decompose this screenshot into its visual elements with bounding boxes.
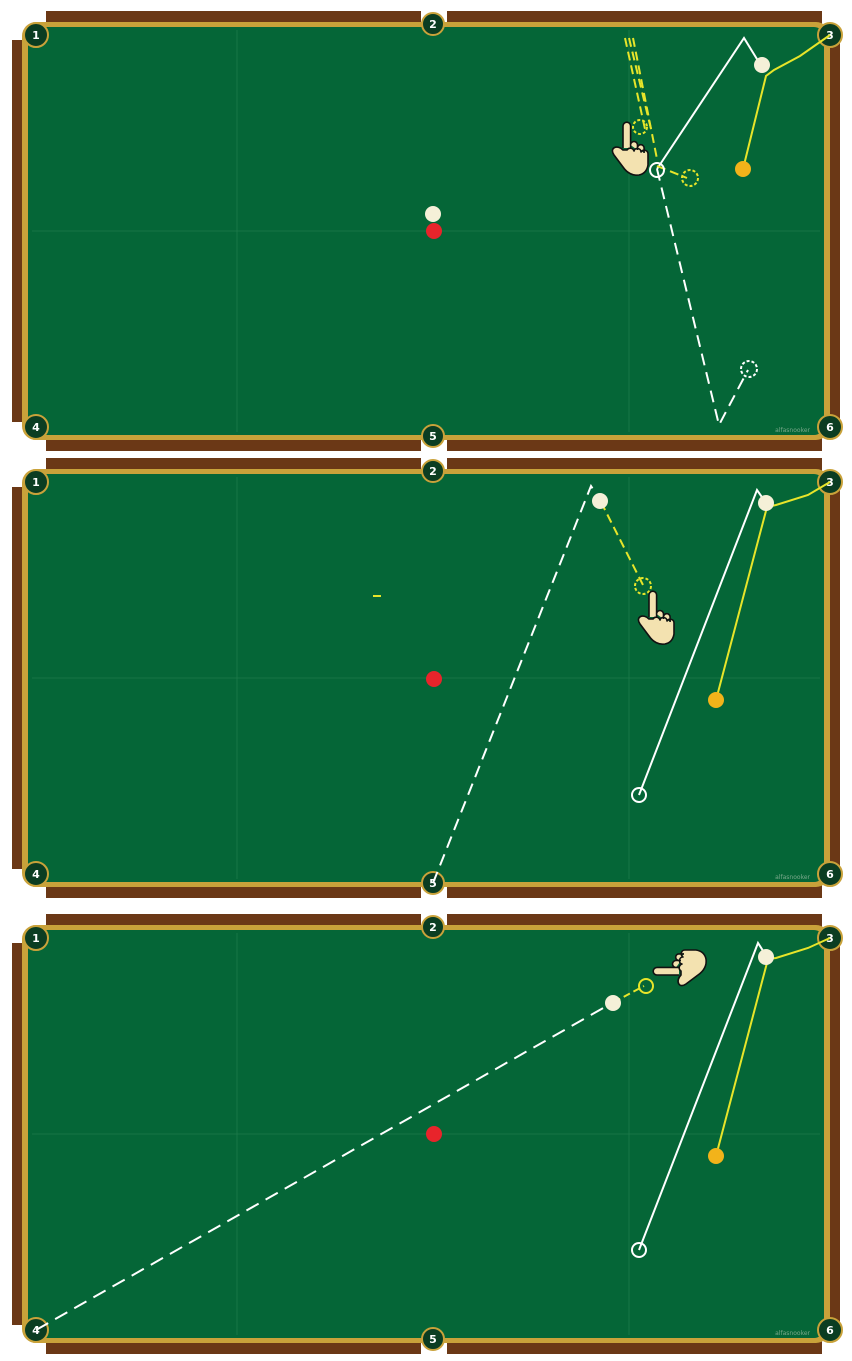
cue-ball — [605, 995, 621, 1011]
pocket-5: 5 — [422, 1328, 444, 1350]
cue-ball — [754, 57, 770, 73]
snooker-diagram-1: 1 2 3 4 5 6 alfasnooker — [0, 8, 852, 454]
pocket-5: 5 — [422, 425, 444, 447]
pocket-label: 6 — [826, 868, 834, 881]
watermark: alfasnooker — [775, 1330, 810, 1337]
yellow-ball — [735, 161, 751, 177]
pocket-label: 2 — [429, 465, 437, 478]
cue-ball — [592, 493, 608, 509]
pocket-label: 1 — [32, 932, 40, 945]
pocket-1: 1 — [24, 470, 48, 494]
cue-ball — [758, 949, 774, 965]
watermark: alfasnooker — [775, 427, 810, 434]
pocket-6: 6 — [818, 415, 842, 439]
pocket-2: 2 — [422, 13, 444, 35]
pocket-label: 2 — [429, 921, 437, 934]
pocket-6: 6 — [818, 1318, 842, 1342]
pocket-label: 6 — [826, 421, 834, 434]
red-ball — [426, 223, 442, 239]
pocket-2: 2 — [422, 460, 444, 482]
pocket-label: 5 — [429, 1333, 437, 1346]
pocket-label: 5 — [429, 430, 437, 443]
snooker-diagram-3: 1 2 3 4 5 6 alfasnooker — [0, 911, 852, 1357]
snooker-diagram-2: 1 2 3 4 5 6 alfasnooker — [0, 455, 852, 901]
pocket-4: 4 — [24, 862, 48, 886]
pocket-label: 2 — [429, 18, 437, 31]
pocket-2: 2 — [422, 916, 444, 938]
pocket-label: 6 — [826, 1324, 834, 1337]
cue-ball — [758, 495, 774, 511]
red-ball — [426, 1126, 442, 1142]
pocket-label: 4 — [32, 421, 40, 434]
yellow-ball — [708, 692, 724, 708]
red-ball — [426, 671, 442, 687]
pocket-label: 4 — [32, 868, 40, 881]
pocket-label: 4 — [32, 1324, 40, 1337]
yellow-ball — [708, 1148, 724, 1164]
pocket-label: 1 — [32, 29, 40, 42]
pocket-4: 4 — [24, 415, 48, 439]
pocket-6: 6 — [818, 862, 842, 886]
pocket-1: 1 — [24, 23, 48, 47]
pocket-1: 1 — [24, 926, 48, 950]
pocket-label: 1 — [32, 476, 40, 489]
watermark: alfasnooker — [775, 874, 810, 881]
cue-ball — [425, 206, 441, 222]
